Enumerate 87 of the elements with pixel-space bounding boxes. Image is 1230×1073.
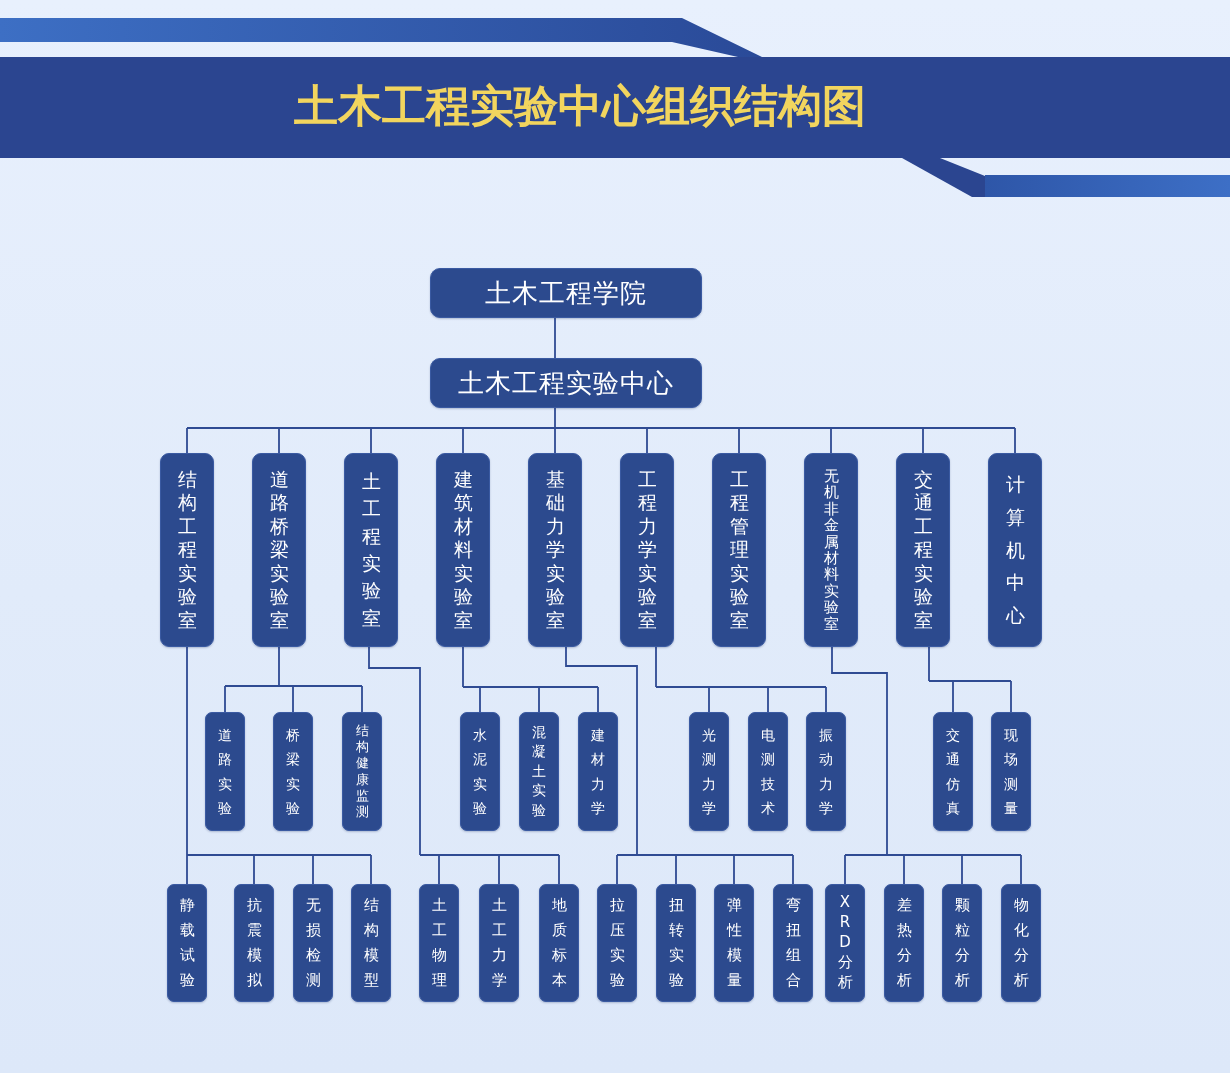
box-label: XRD分析: [837, 893, 853, 993]
org-box: [806, 712, 846, 831]
connector-line: [462, 646, 599, 713]
box-label: 弹性模量: [726, 895, 742, 991]
org-box: [205, 712, 245, 831]
box-label: 土工物理: [431, 895, 447, 991]
box-label: 电测技术: [761, 726, 775, 818]
box-label: 光测力学: [702, 726, 716, 818]
diagram-title: 土木工程实验中心组织结构图: [293, 79, 867, 133]
org-box: [479, 884, 519, 1002]
org-box: [436, 453, 490, 647]
org-box: [419, 884, 459, 1002]
org-box: [167, 884, 207, 1002]
org-box: [689, 712, 729, 831]
org-box: [825, 884, 865, 1002]
org-box: [620, 453, 674, 647]
box-label: 抗震模拟: [246, 895, 262, 991]
box-label: 地质标本: [551, 895, 567, 991]
org-box: [804, 453, 858, 647]
box-label: 道路桥梁实验室: [269, 468, 289, 632]
box-label: 土工力学: [491, 895, 507, 991]
org-box: [252, 453, 306, 647]
connector-line: [224, 646, 363, 713]
box-label: 扭转实验: [668, 895, 684, 991]
box-label: 拉压实验: [609, 895, 625, 991]
box-label: 无机非金属材料实验室: [823, 468, 839, 632]
connector-line: [186, 407, 1016, 454]
org-box: [342, 712, 382, 831]
org-box: [896, 453, 950, 647]
box-label: 土木工程学院: [485, 280, 647, 306]
connector-line: [565, 646, 794, 885]
box-label: 结构工程实验室: [177, 468, 197, 632]
box-label: 建材力学: [591, 726, 605, 818]
box-label: 混凝土实验: [532, 723, 546, 820]
org-box: [884, 884, 924, 1002]
box-label: 振动力学: [819, 726, 833, 818]
org-box: [991, 712, 1031, 831]
box-label: 土木工程实验中心: [458, 370, 674, 396]
org-box: [430, 268, 702, 318]
box-label: 结构模型: [363, 895, 379, 991]
org-box: [344, 453, 398, 647]
box-label: 颗粒分析: [954, 895, 970, 991]
box-label: 交通仿真: [946, 726, 960, 818]
org-box: [430, 358, 702, 408]
box-label: 弯扭组合: [785, 895, 801, 991]
connector-line: [655, 646, 827, 713]
org-box: [714, 884, 754, 1002]
connector-line: [368, 646, 560, 885]
org-box: [988, 453, 1042, 647]
box-label: 交通工程实验室: [913, 468, 933, 632]
box-label: 计算机中心: [1005, 472, 1025, 629]
box-label: 差热分析: [896, 895, 912, 991]
box-label: 结构健康监测: [355, 723, 369, 820]
box-label: 静载试验: [179, 895, 195, 991]
org-box: [942, 884, 982, 1002]
org-box: [712, 453, 766, 647]
org-box: [539, 884, 579, 1002]
org-box: [656, 884, 696, 1002]
box-label: 水泥实验: [473, 726, 487, 818]
connector-line: [928, 646, 1012, 713]
org-box: [597, 884, 637, 1002]
org-box: [234, 884, 274, 1002]
box-label: 工程力学实验室: [637, 468, 657, 632]
org-box: [519, 712, 559, 831]
box-label: 基础力学实验室: [545, 468, 565, 632]
org-box: [933, 712, 973, 831]
box-label: 现场测量: [1004, 726, 1018, 818]
org-box: [528, 453, 582, 647]
box-label: 物化分析: [1013, 895, 1029, 991]
connector-line: [554, 317, 556, 359]
box-label: 桥梁实验: [286, 726, 300, 818]
org-box: [293, 884, 333, 1002]
box-label: 道路实验: [218, 726, 232, 818]
org-box: [578, 712, 618, 831]
box-label: 无损检测: [305, 895, 321, 991]
connector-line: [186, 646, 372, 885]
org-box: [160, 453, 214, 647]
connector-line: [831, 646, 1022, 885]
org-box: [273, 712, 313, 831]
org-box: [773, 884, 813, 1002]
box-label: 建筑材料实验室: [453, 468, 473, 632]
org-box: [351, 884, 391, 1002]
org-box: [748, 712, 788, 831]
box-label: 工程管理实验室: [729, 468, 749, 632]
org-box: [460, 712, 500, 831]
org-box: [1001, 884, 1041, 1002]
box-label: 土工程实验室: [361, 469, 381, 631]
